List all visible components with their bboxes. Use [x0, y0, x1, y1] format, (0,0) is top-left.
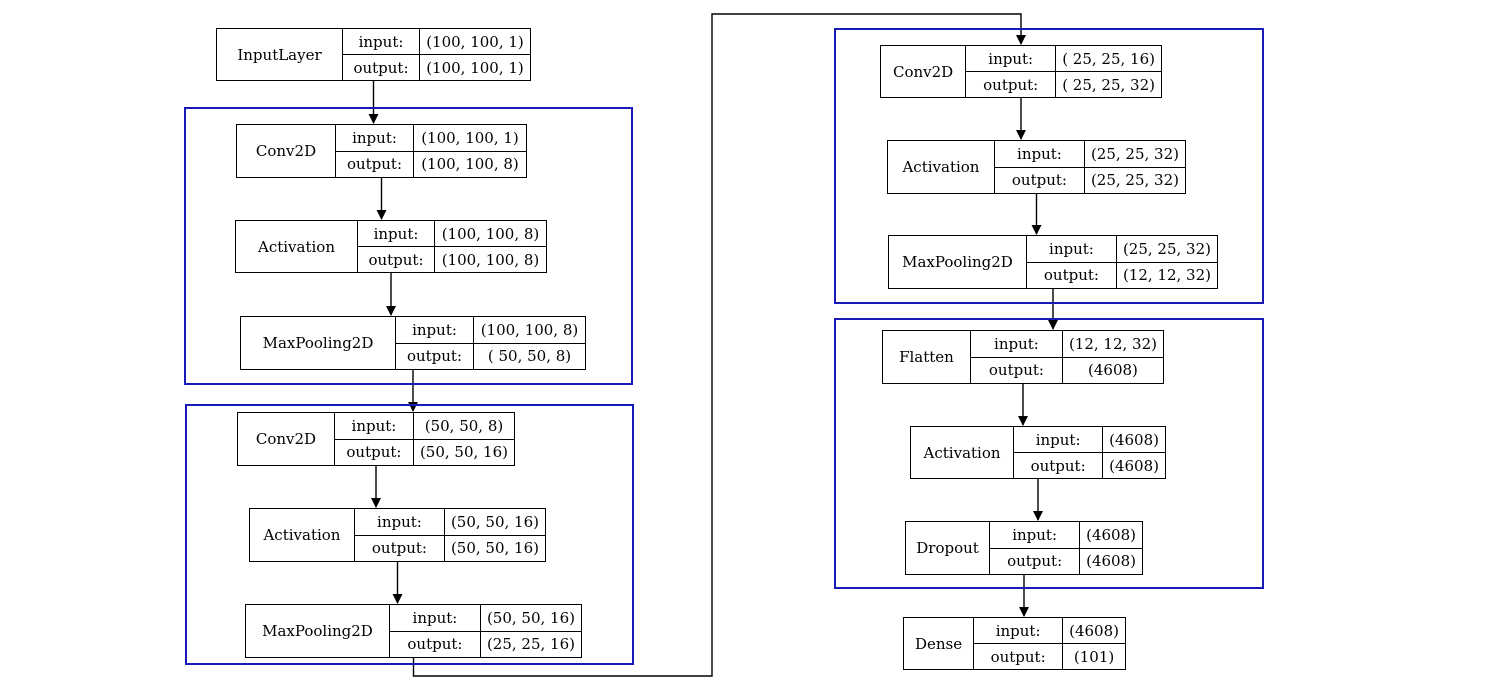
- node-activation-4[interactable]: Activation input: (4608) output: (4608): [910, 426, 1166, 479]
- input-label: input:: [396, 317, 474, 343]
- node-maxpooling2d-2[interactable]: MaxPooling2D input: (50, 50, 16) output: (…: [245, 604, 582, 658]
- output-label: output:: [355, 535, 445, 561]
- input-shape: (50, 50, 16): [450, 512, 539, 531]
- input-label: input:: [1027, 236, 1117, 262]
- node-dropout[interactable]: Dropout input: (4608) output: (4608): [905, 521, 1143, 575]
- output-label: output:: [1014, 453, 1104, 478]
- output-shape: (101): [1073, 647, 1115, 666]
- node-name: Activation: [236, 221, 358, 272]
- input-label: input:: [1014, 427, 1104, 452]
- input-label: input:: [971, 331, 1063, 357]
- output-label: output:: [995, 167, 1085, 193]
- output-shape: (50, 50, 16): [419, 443, 508, 462]
- input-shape: (12, 12, 32): [1068, 334, 1157, 353]
- input-shape: (4608): [1109, 430, 1159, 449]
- node-name: Activation: [911, 427, 1015, 478]
- node-name: Dense: [904, 618, 975, 669]
- node-dense[interactable]: Dense input: (4608) output: (101): [903, 617, 1126, 670]
- input-shape: (4608): [1069, 621, 1119, 640]
- output-shape: (4608): [1086, 552, 1136, 571]
- output-shape: (25, 25, 32): [1090, 171, 1179, 190]
- input-label: input:: [974, 618, 1064, 643]
- input-label: input:: [355, 509, 445, 535]
- input-label: input:: [336, 125, 414, 151]
- output-label: output:: [343, 55, 420, 80]
- node-conv2d-3[interactable]: Conv2D input: ( 25, 25, 16) output: ( 25, …: [880, 45, 1162, 98]
- node-activation-1[interactable]: Activation input: (100, 100, 8) output: (1…: [235, 220, 547, 273]
- input-shape: (100, 100, 8): [441, 224, 540, 243]
- output-shape: (100, 100, 8): [441, 250, 540, 269]
- node-maxpooling2d-3[interactable]: MaxPooling2D input: (25, 25, 32) output: (…: [888, 235, 1218, 289]
- output-label: output:: [974, 644, 1064, 669]
- output-shape: (4608): [1109, 456, 1159, 475]
- output-label: output:: [971, 357, 1063, 383]
- input-label: input:: [966, 46, 1057, 71]
- node-maxpooling2d-1[interactable]: MaxPooling2D input: (100, 100, 8) output:…: [240, 316, 586, 370]
- output-shape: (100, 100, 1): [426, 58, 524, 77]
- node-activation-3[interactable]: Activation input: (25, 25, 32) output: (25…: [887, 140, 1186, 194]
- output-shape: ( 50, 50, 8): [487, 347, 572, 366]
- input-shape: ( 25, 25, 16): [1062, 49, 1155, 68]
- node-name: Activation: [888, 141, 995, 193]
- input-shape: (25, 25, 32): [1090, 144, 1179, 163]
- node-conv2d-2[interactable]: Conv2D input: (50, 50, 8) output: (50, 50,…: [237, 412, 515, 466]
- group-box-3: [834, 28, 1264, 304]
- output-label: output:: [1027, 262, 1117, 288]
- input-shape: (100, 100, 1): [426, 32, 524, 51]
- node-name: Flatten: [883, 331, 971, 383]
- node-name: InputLayer: [217, 29, 343, 80]
- node-name: Conv2D: [237, 125, 336, 177]
- output-shape: (50, 50, 16): [450, 539, 539, 558]
- input-shape: (4608): [1086, 525, 1136, 544]
- input-shape: (100, 100, 8): [480, 320, 579, 339]
- node-name: MaxPooling2D: [241, 317, 396, 369]
- input-label: input:: [990, 522, 1081, 548]
- input-label: input:: [335, 413, 414, 439]
- input-label: input:: [343, 29, 420, 54]
- input-shape: (50, 50, 8): [424, 416, 504, 435]
- node-activation-2[interactable]: Activation input: (50, 50, 16) output: (50…: [249, 508, 546, 562]
- output-shape: ( 25, 25, 32): [1062, 75, 1155, 94]
- output-shape: (12, 12, 32): [1122, 266, 1211, 285]
- output-label: output:: [966, 72, 1057, 97]
- input-shape: (25, 25, 32): [1122, 239, 1211, 258]
- node-name: MaxPooling2D: [889, 236, 1027, 288]
- edge-n6-n7: [412, 13, 1026, 677]
- node-inputlayer[interactable]: InputLayer input: (100, 100, 1) output: (1…: [216, 28, 531, 81]
- output-label: output:: [396, 343, 474, 369]
- node-name: Conv2D: [881, 46, 967, 97]
- output-shape: (4608): [1088, 361, 1138, 380]
- node-conv2d-1[interactable]: Conv2D input: (100, 100, 1) output: (100, …: [236, 124, 527, 178]
- node-name: Dropout: [906, 522, 991, 574]
- group-box-1: [184, 107, 633, 385]
- input-label: input:: [995, 141, 1085, 167]
- node-flatten[interactable]: Flatten input: (12, 12, 32) output: (4608): [882, 330, 1164, 384]
- output-label: output:: [335, 439, 414, 465]
- output-label: output:: [336, 151, 414, 177]
- input-shape: (50, 50, 16): [486, 608, 575, 627]
- input-shape: (100, 100, 1): [421, 128, 519, 147]
- node-name: MaxPooling2D: [246, 605, 390, 657]
- node-name: Conv2D: [238, 413, 335, 465]
- output-label: output:: [390, 631, 481, 657]
- output-shape: (100, 100, 8): [421, 155, 519, 174]
- output-label: output:: [358, 247, 435, 272]
- group-box-2: [185, 404, 634, 665]
- input-label: input:: [390, 605, 481, 631]
- output-shape: (25, 25, 16): [486, 635, 575, 654]
- group-box-4: [834, 318, 1264, 589]
- node-name: Activation: [250, 509, 355, 561]
- output-label: output:: [990, 548, 1081, 574]
- input-label: input:: [358, 221, 435, 246]
